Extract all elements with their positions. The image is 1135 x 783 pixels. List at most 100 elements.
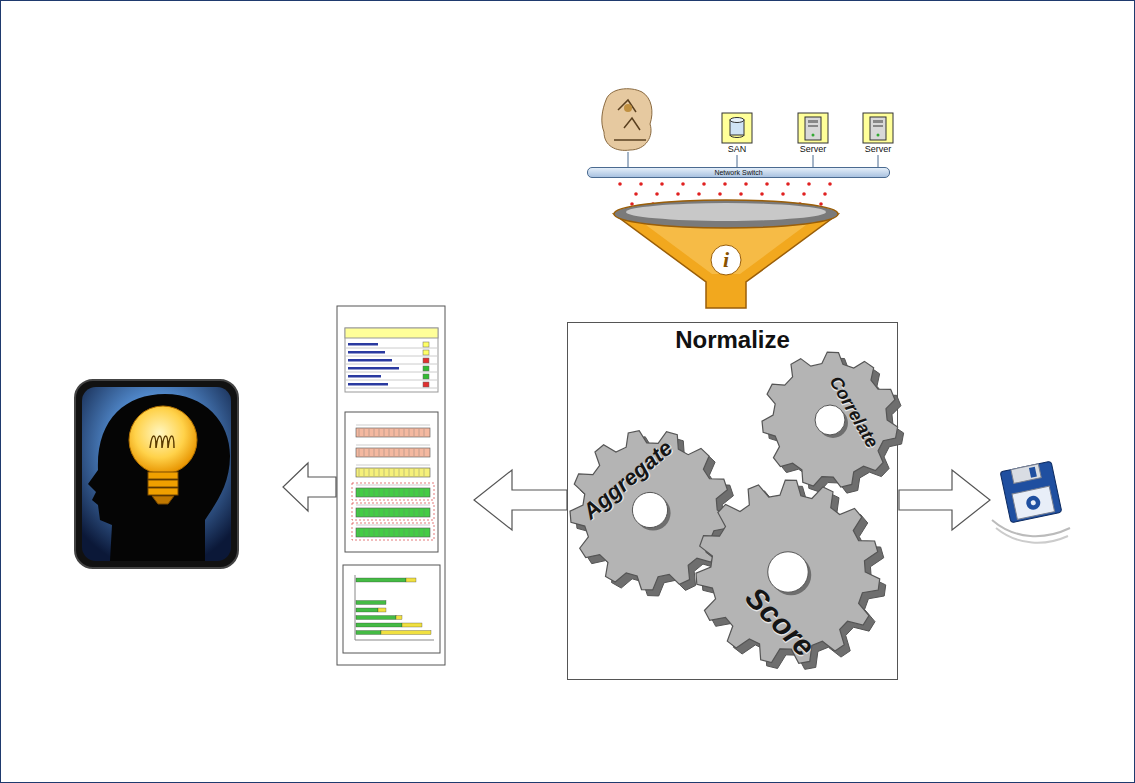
report-panel-part — [355, 575, 356, 640]
report-panel-part-part — [364, 449, 365, 456]
report-panel-part-part — [389, 469, 390, 476]
data-dots-part — [639, 182, 643, 186]
server-icon — [861, 112, 895, 144]
data-dots-part — [702, 182, 706, 186]
report-panel-part-part — [356, 525, 430, 526]
icon-node-part — [796, 112, 830, 144]
report-panel-part-part — [424, 529, 425, 536]
gear-node: Score — [692, 476, 890, 674]
report-panel-part-part — [356, 465, 430, 466]
report-panel-part-part — [378, 608, 386, 612]
report-panel-part-part — [369, 529, 370, 536]
server-icon-part — [863, 113, 893, 143]
report-panel-part-part — [423, 342, 429, 347]
report-panel-part-part — [345, 380, 438, 381]
report-panel-part-part — [389, 509, 390, 516]
report-panel-part-part — [364, 489, 365, 496]
report-panel-part — [352, 425, 434, 540]
report-panel-part-part — [414, 509, 415, 516]
data-dots-part — [676, 192, 680, 196]
report-panel-part-part — [414, 489, 415, 496]
report-panel-part-part — [424, 509, 425, 516]
funnel-shape-part — [642, 222, 810, 274]
report-panel-part-part — [345, 388, 438, 389]
report-panel-part — [343, 565, 440, 653]
server-icon-part — [873, 120, 883, 123]
report-panel-part-part — [399, 469, 400, 476]
report-panel-part-part — [419, 469, 420, 476]
data-dots-part — [660, 182, 664, 186]
box-node: AggregateCorrelateScoreNormalize — [567, 322, 898, 680]
report-panel-part-part — [414, 469, 415, 476]
report-panel-part-part — [348, 359, 392, 362]
report-panel-part-part — [369, 509, 370, 516]
icon-node-part — [861, 112, 895, 144]
report-panel-part — [345, 412, 438, 552]
data-dots-part — [718, 192, 722, 196]
report-panel-part-part — [359, 469, 360, 476]
data-dots-part — [819, 202, 823, 206]
sketch-icon-part — [628, 152, 629, 168]
block-arrow — [899, 470, 990, 530]
info-letter: i — [723, 247, 729, 273]
idea-icon-part — [75, 380, 238, 568]
report-panel-part-part — [364, 429, 365, 436]
report-panel-part-part — [404, 509, 405, 516]
san-icon-part — [730, 135, 744, 138]
report-panel-part-part — [384, 529, 385, 536]
report-panel-part — [345, 328, 438, 338]
report-panel-part-part — [406, 578, 416, 582]
san-icon-part — [730, 118, 744, 123]
report-panel-part-part — [345, 356, 438, 357]
report-panel-part-part — [348, 383, 388, 386]
report-panel-part-part — [409, 449, 410, 456]
data-dots-part — [828, 182, 832, 186]
server-icon-part — [798, 113, 828, 143]
data-dots-part — [744, 182, 748, 186]
icon-node: SAN — [720, 112, 754, 155]
report-panel-part-part — [399, 489, 400, 496]
floppy-icon-part-part — [1011, 464, 1041, 484]
data-dots-part — [807, 182, 811, 186]
server-icon-part — [808, 120, 818, 123]
network-wire — [878, 155, 879, 167]
sketch-icon-part — [624, 104, 632, 112]
report-panel-part-part — [409, 529, 410, 536]
report-panel-part-part — [379, 469, 380, 476]
gear-shape-part — [696, 480, 880, 663]
report-panel-part-part — [359, 509, 360, 516]
report-panel-part-part — [352, 523, 434, 540]
report-panel-part-part — [374, 529, 375, 536]
report-panel-part-part — [409, 489, 410, 496]
data-dots-part — [823, 192, 827, 196]
box-title: Normalize — [568, 323, 897, 353]
report-panel-part-part — [399, 449, 400, 456]
report-panel-part-part — [356, 448, 430, 457]
data-dots-part — [802, 192, 806, 196]
server-icon-part — [877, 134, 880, 137]
report-panel-part-part — [389, 449, 390, 456]
report-panel-part-part — [374, 489, 375, 496]
data-dots-part — [634, 192, 638, 196]
report-panel-part-part — [389, 429, 390, 436]
report-panel-part-part — [409, 509, 410, 516]
network-wire — [737, 155, 738, 167]
report-panel-part-part — [364, 509, 365, 516]
report-panel-part — [345, 328, 438, 392]
report-panel-part-part — [414, 529, 415, 536]
icon-node: Server — [796, 112, 830, 155]
device-label: Server — [796, 144, 830, 155]
data-dots-part — [786, 182, 790, 186]
report-panel-part-part — [424, 449, 425, 456]
report-panel-part-part — [424, 489, 425, 496]
idea-icon-part — [129, 406, 197, 474]
bar-node: Network Switch — [587, 167, 890, 178]
report-panel-part-part — [419, 489, 420, 496]
report-panel-part-part — [356, 578, 406, 582]
report-panel-part-part — [348, 343, 378, 346]
data-dots-part — [697, 192, 701, 196]
report-panel-part-part — [404, 529, 405, 536]
report-panel-part-part — [409, 469, 410, 476]
report-panel-part-part — [394, 449, 395, 456]
report-panel-part-part — [423, 350, 429, 355]
